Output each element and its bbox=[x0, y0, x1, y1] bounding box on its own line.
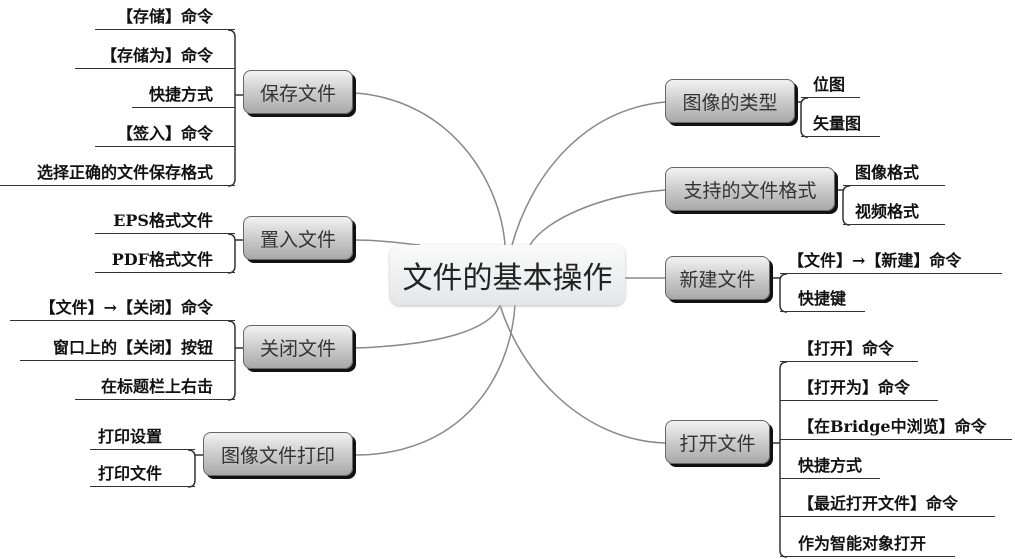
connector-print bbox=[354, 304, 516, 456]
topic-save-file[interactable]: 保存文件 bbox=[243, 70, 353, 114]
leaf-open-smart-object[interactable]: 作为智能对象打开 bbox=[780, 533, 955, 557]
leaf-video-format[interactable]: 视频格式 bbox=[843, 201, 945, 225]
topic-image-types[interactable]: 图像的类型 bbox=[665, 79, 795, 123]
leaf-vector[interactable]: 矢量图 bbox=[801, 113, 880, 137]
leaf-openas-cmd[interactable]: 【打开为】命令 bbox=[780, 377, 938, 401]
connector-place bbox=[354, 239, 421, 246]
leaf-pdf[interactable]: PDF格式文件 bbox=[95, 249, 235, 273]
topic-print-image[interactable]: 图像文件打印 bbox=[203, 432, 353, 476]
topic-supported-formats[interactable]: 支持的文件格式 bbox=[665, 167, 835, 211]
leaf-file-new-cmd[interactable]: 【文件】→【新建】命令 bbox=[780, 250, 1002, 274]
leaf-open-shortcut[interactable]: 快捷方式 bbox=[780, 455, 880, 479]
leaf-checkin-cmd[interactable]: 【签入】命令 bbox=[95, 123, 235, 147]
leaf-saveas-cmd[interactable]: 【存储为】命令 bbox=[75, 45, 235, 69]
leaf-new-shortcut[interactable]: 快捷键 bbox=[780, 288, 865, 312]
connector-save bbox=[354, 92, 506, 246]
topic-new-file[interactable]: 新建文件 bbox=[665, 256, 770, 300]
leaf-titlebar-rightclick[interactable]: 在标题栏上右击 bbox=[75, 376, 235, 400]
leaf-file-close-cmd[interactable]: 【文件】→【关闭】命令 bbox=[10, 297, 235, 321]
leaf-bridge-browse-cmd[interactable]: 【在Bridge中浏览】命令 bbox=[780, 416, 1012, 440]
leaf-save-cmd[interactable]: 【存储】命令 bbox=[95, 6, 235, 30]
topic-close-file[interactable]: 关闭文件 bbox=[243, 325, 353, 369]
connector-close bbox=[354, 304, 501, 349]
leaf-eps[interactable]: EPS格式文件 bbox=[95, 210, 235, 234]
leaf-save-shortcut[interactable]: 快捷方式 bbox=[132, 84, 235, 108]
leaf-recent-files-cmd[interactable]: 【最近打开文件】命令 bbox=[780, 493, 995, 517]
leaf-bitmap[interactable]: 位图 bbox=[801, 74, 860, 98]
topic-place-file[interactable]: 置入文件 bbox=[243, 216, 353, 260]
leaf-open-cmd[interactable]: 【打开】命令 bbox=[780, 338, 918, 362]
leaf-save-format[interactable]: 选择正确的文件保存格式 bbox=[0, 162, 235, 186]
leaf-print-file[interactable]: 打印文件 bbox=[90, 463, 195, 487]
central-topic[interactable]: 文件的基本操作 bbox=[390, 245, 625, 305]
connector-formats bbox=[529, 189, 666, 246]
leaf-image-format[interactable]: 图像格式 bbox=[843, 162, 945, 186]
connector-imagetype bbox=[511, 101, 666, 246]
leaf-window-close-btn[interactable]: 窗口上的【关闭】按钮 bbox=[20, 337, 235, 361]
topic-open-file[interactable]: 打开文件 bbox=[665, 420, 770, 464]
leaf-print-setup[interactable]: 打印设置 bbox=[90, 426, 195, 450]
connector-open bbox=[499, 304, 666, 444]
